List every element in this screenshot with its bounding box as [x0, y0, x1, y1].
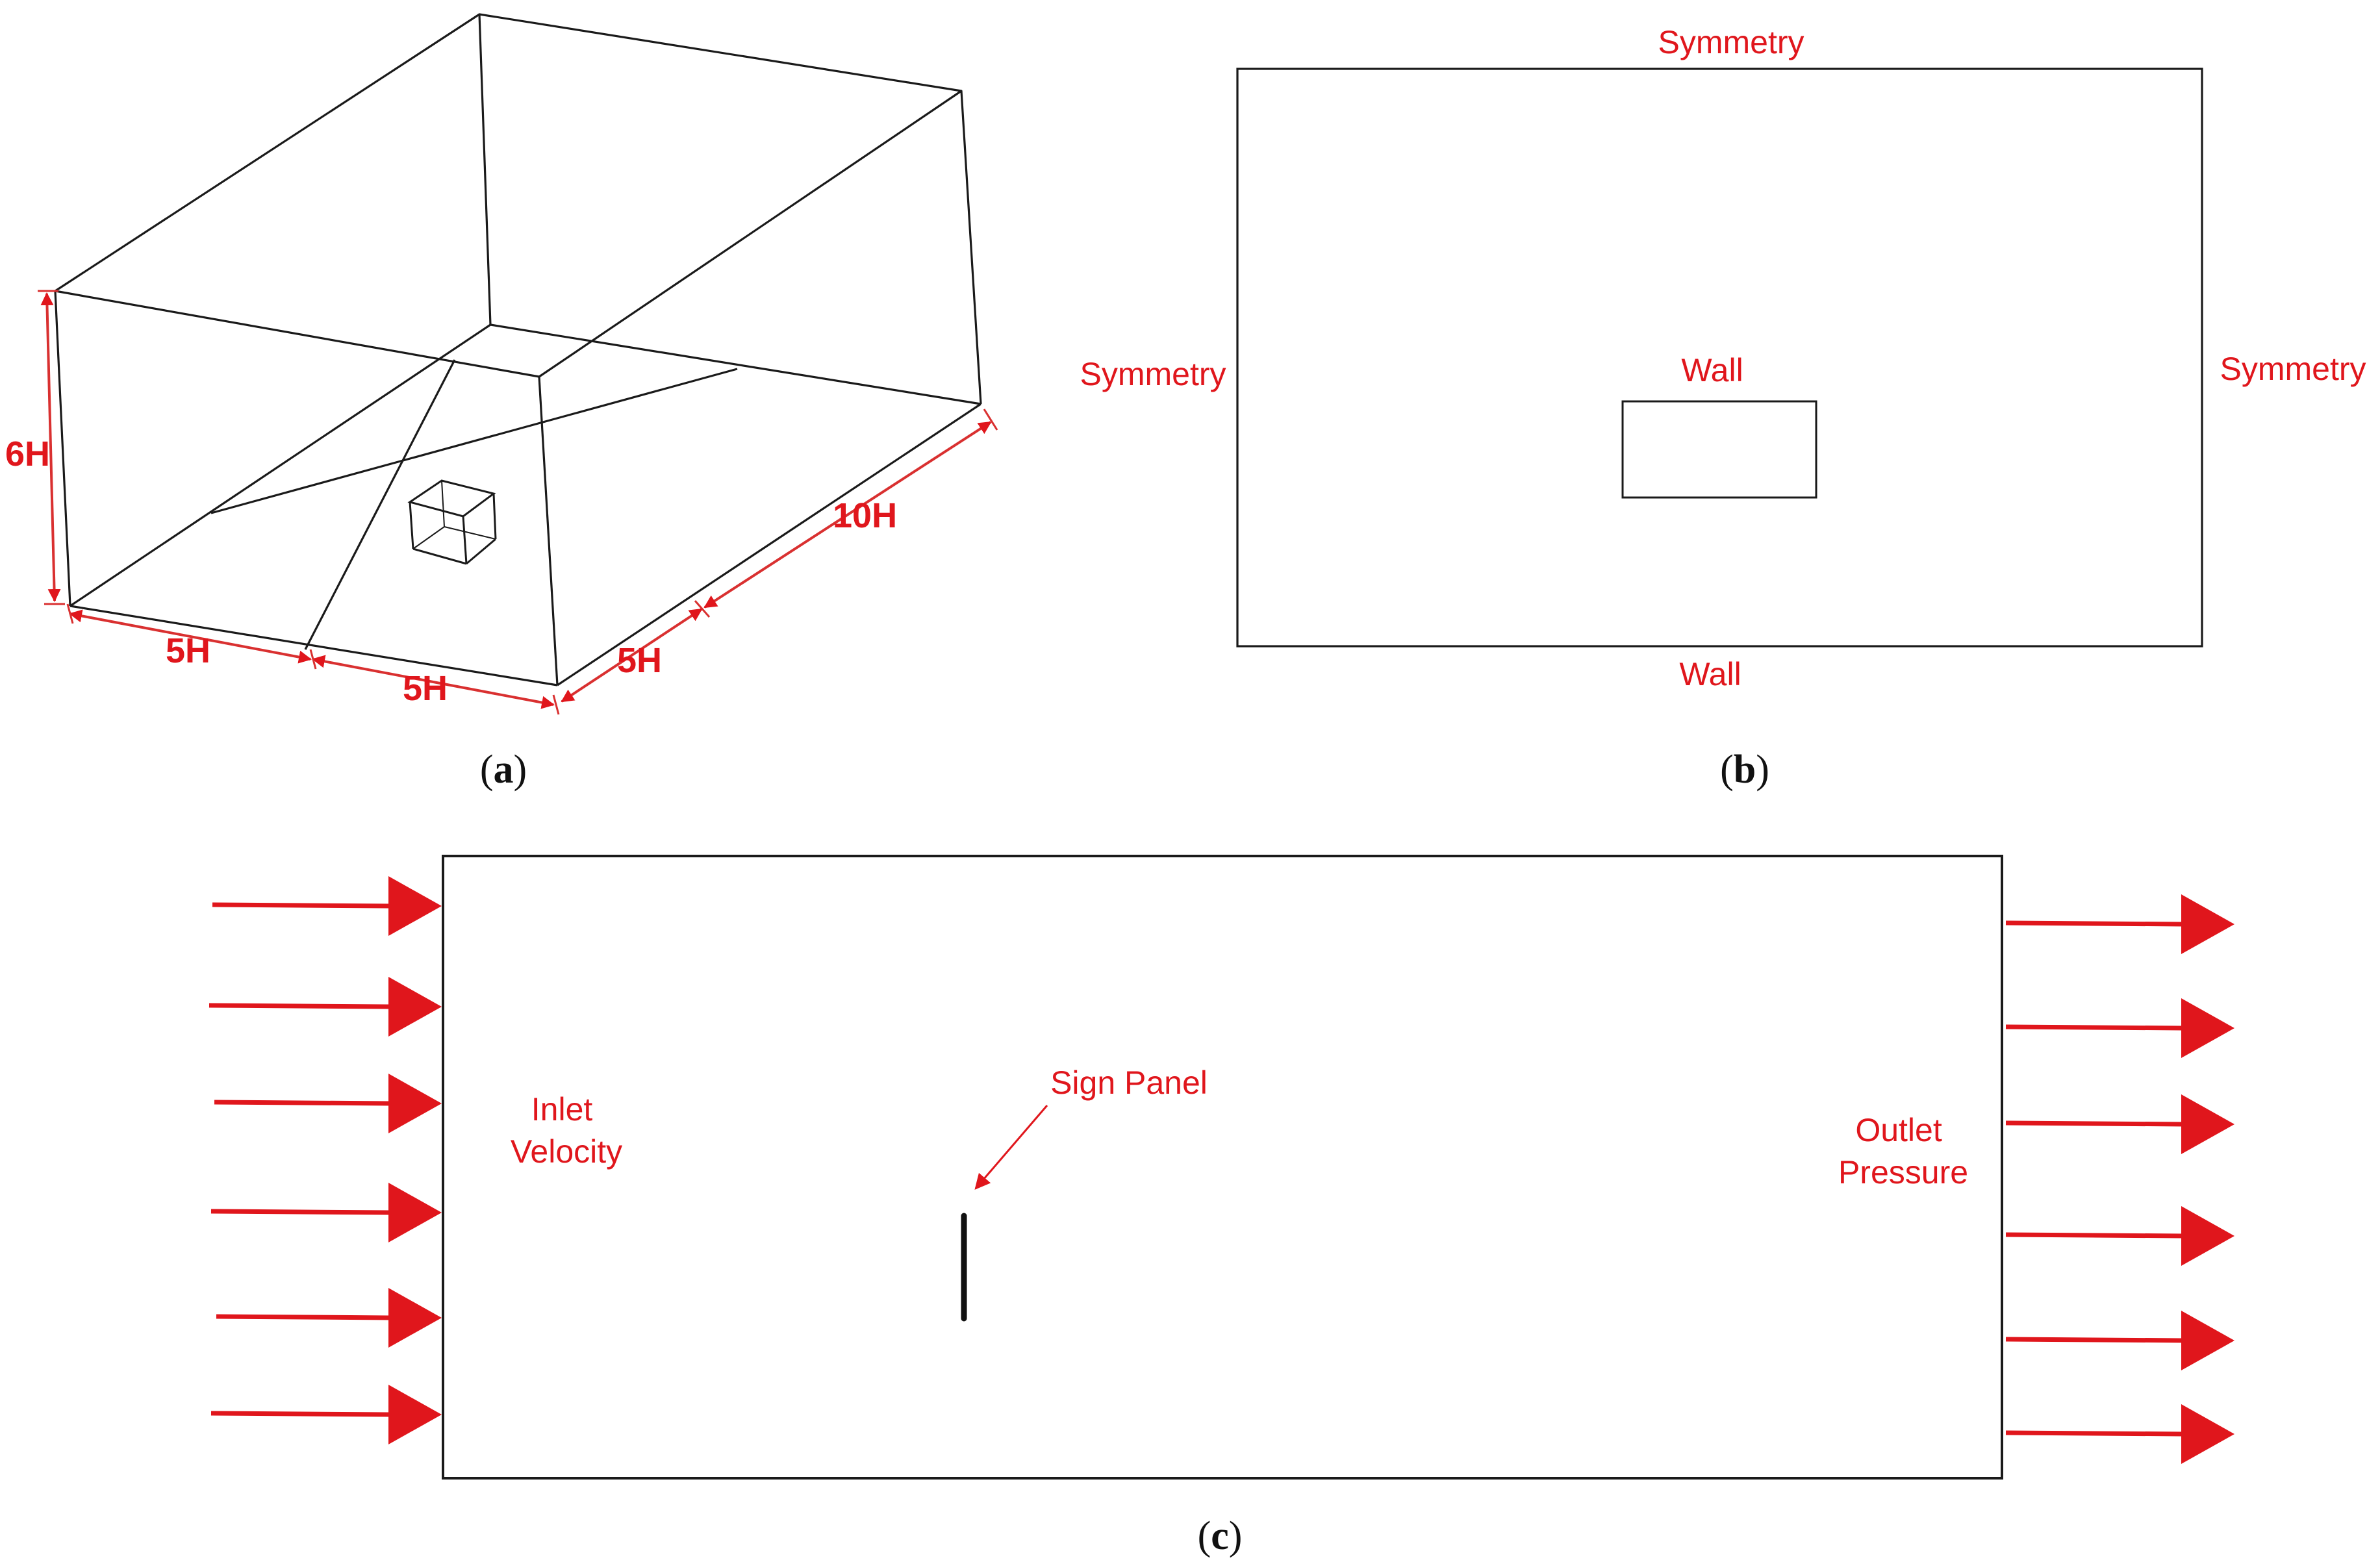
panel-c-labels: Inlet Velocity Outlet Pressure Sign Pane… — [511, 1064, 1968, 1190]
label-bottom-wall: Wall — [1679, 656, 1741, 692]
outlet-arrow — [2005, 998, 2234, 1058]
sign-panel-label: Sign Panel — [1050, 1064, 1208, 1101]
dimension-lines — [40, 292, 992, 709]
caption-b: (b) — [1720, 748, 1769, 792]
box-edge-front-left — [54, 290, 71, 607]
outlet-label: Outlet Pressure — [1838, 1112, 1968, 1190]
building-cube — [407, 479, 497, 565]
box-top-face — [54, 13, 963, 378]
inlet-label-line2: Velocity — [511, 1133, 622, 1170]
inlet-label-line1: Inlet — [531, 1091, 593, 1127]
ground-centerline-long — [304, 359, 456, 650]
dim-line-side-front — [561, 608, 703, 703]
building-section — [1621, 400, 1817, 499]
domain-section-outline — [1236, 68, 2203, 648]
inlet-arrow — [216, 1288, 442, 1348]
dim-label-front-right: 5H — [403, 669, 448, 708]
outlet-label-line2: Pressure — [1838, 1154, 1968, 1190]
dim-label-side-front: 5H — [617, 641, 662, 680]
domain-side-outline — [442, 855, 2003, 1480]
inlet-arrow — [210, 1385, 442, 1444]
domain-box-3d — [54, 13, 982, 687]
outlet-arrows — [2005, 894, 2234, 1464]
dim-label-side-back: 10H — [833, 496, 897, 535]
box-bottom-left — [70, 323, 491, 607]
label-obstacle-wall: Wall — [1681, 352, 1743, 388]
box-edge-front-right — [538, 376, 559, 686]
panel-c: Inlet Velocity Outlet Pressure Sign Pane… — [209, 855, 2234, 1558]
dim-line-height — [40, 292, 61, 602]
ground-centerline-lateral — [210, 368, 738, 514]
label-right-symmetry: Symmetry — [2220, 351, 2366, 387]
box-bottom-back — [490, 323, 981, 405]
caption-c: (c) — [1198, 1514, 1243, 1558]
outlet-arrow — [2005, 1094, 2234, 1154]
box-edge-back-left — [478, 14, 492, 325]
outlet-arrow — [2005, 894, 2234, 954]
inlet-arrows — [209, 876, 442, 1444]
outlet-label-line1: Outlet — [1855, 1112, 1942, 1148]
caption-a: (a) — [480, 748, 527, 792]
sign-panel-pointer — [974, 1105, 1048, 1190]
dim-label-front-left: 5H — [166, 631, 210, 670]
inlet-arrow — [214, 1074, 442, 1133]
box-bottom-front — [70, 605, 558, 687]
dim-line-front-right — [312, 655, 555, 709]
inlet-arrow — [209, 977, 442, 1037]
dim-line-side-back — [703, 421, 992, 609]
inlet-arrow — [212, 876, 442, 936]
panel-a: 6H 5H 5H 5H 10H (a) — [5, 13, 998, 792]
outlet-arrow — [2005, 1404, 2234, 1464]
boundary-labels: Symmetry Symmetry Symmetry Wall Wall — [1080, 24, 2366, 692]
dim-line-front-left — [69, 609, 312, 664]
dim-label-height: 6H — [5, 435, 50, 473]
inlet-arrow — [210, 1183, 442, 1242]
outlet-arrow — [2005, 1206, 2234, 1266]
label-left-symmetry: Symmetry — [1080, 356, 1226, 392]
panel-b: Symmetry Symmetry Symmetry Wall Wall (b) — [1080, 24, 2366, 792]
outlet-arrow — [2005, 1311, 2234, 1370]
inlet-label: Inlet Velocity — [511, 1091, 622, 1170]
dimension-ticks — [38, 290, 998, 715]
box-edge-back-right — [960, 90, 982, 405]
label-top-symmetry: Symmetry — [1658, 24, 1804, 60]
dimension-labels: 6H 5H 5H 5H 10H — [5, 435, 897, 708]
